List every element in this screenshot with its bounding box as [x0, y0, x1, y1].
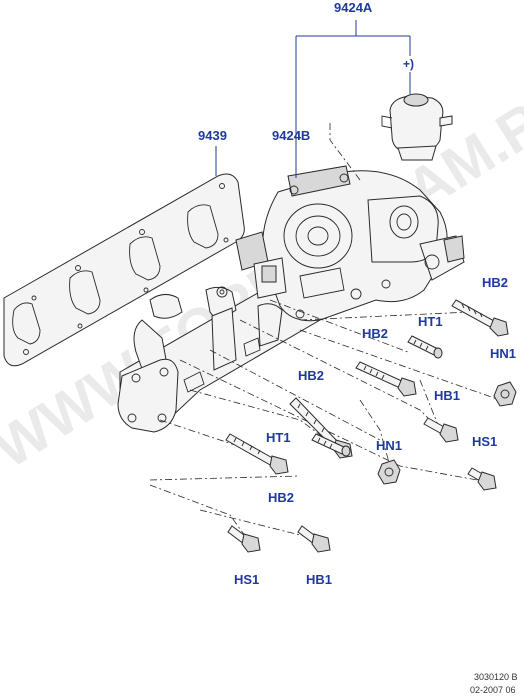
callout-hb2-top[interactable]: HB2 [482, 275, 508, 290]
callout-ht1-top[interactable]: HT1 [418, 314, 443, 329]
bolt-hs1-bottom[interactable] [227, 525, 261, 553]
bolt-hs1-right[interactable] [467, 467, 497, 491]
callout-hn1-lower[interactable]: HN1 [376, 438, 402, 453]
vacuum-actuator[interactable] [381, 93, 453, 161]
bolt-hb2-middle[interactable] [355, 361, 417, 397]
bolt-hb1-bottom[interactable] [297, 525, 331, 553]
callout-ht1-lower[interactable]: HT1 [266, 430, 291, 445]
stud-ht1-lower[interactable] [311, 433, 351, 457]
callout-hb1-right[interactable]: HB1 [434, 388, 460, 403]
reference-date: 02-2007 06 [470, 685, 516, 695]
egr-valve-assembly[interactable] [235, 165, 465, 322]
bolt-hb2-top[interactable] [451, 299, 509, 337]
callout-hs1-bottom[interactable]: HS1 [234, 572, 259, 587]
callout-hb2-bottom[interactable]: HB2 [268, 490, 294, 505]
callout-9439[interactable]: 9439 [198, 128, 227, 143]
bolt-hb2-bottom[interactable] [225, 433, 289, 475]
nut-hn1-lower[interactable] [377, 459, 401, 485]
callout-labels: 9424A +) 9439 9424B HB2 HT1 HN1 HB2 HB1 … [198, 0, 516, 587]
callout-9424b[interactable]: 9424B [272, 128, 310, 143]
callout-hb2-lower[interactable]: HB2 [298, 368, 324, 383]
callout-hb2-middle[interactable]: HB2 [362, 326, 388, 341]
callout-hn1-top[interactable]: HN1 [490, 346, 516, 361]
nut-hn1-top[interactable] [493, 381, 517, 407]
stud-ht1-top[interactable] [407, 335, 443, 359]
reference-code: 3030120 B [474, 672, 518, 682]
callout-hb1-bottom[interactable]: HB1 [306, 572, 332, 587]
callout-note: +) [403, 57, 414, 71]
bolt-hb1-right[interactable] [423, 417, 459, 443]
callout-9424a[interactable]: 9424A [334, 0, 373, 15]
exhaust-manifold[interactable] [117, 275, 341, 433]
leader-lines [215, 20, 411, 178]
manifold-gasket[interactable] [3, 173, 245, 367]
callout-hs1-right[interactable]: HS1 [472, 434, 497, 449]
